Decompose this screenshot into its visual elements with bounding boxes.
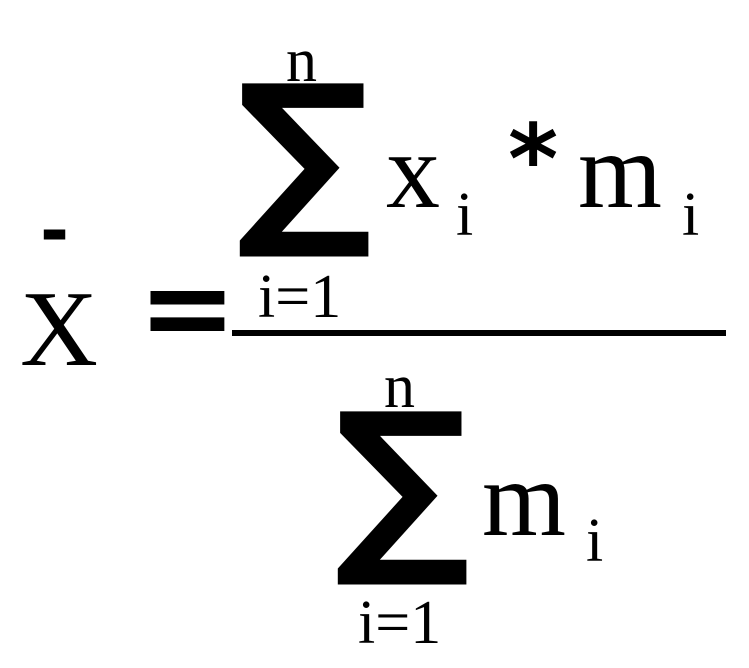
numerator-weight-variable: m — [578, 112, 663, 231]
numerator-term-index: i — [456, 181, 474, 249]
numerator-sum-symbol: ∑ — [236, 44, 373, 265]
numerator-term-variable: x — [386, 112, 440, 231]
multiply-operator: * — [508, 104, 559, 216]
denominator-weight-variable: m — [482, 440, 567, 559]
numerator-lower-limit: i=1 — [258, 263, 342, 331]
numerator-weight-index: i — [682, 181, 700, 249]
fraction-bar — [232, 330, 726, 336]
denominator-weight-index: i — [586, 507, 604, 575]
denominator-sum-symbol: ∑ — [334, 372, 471, 593]
denominator-lower-limit: i=1 — [358, 589, 442, 657]
equals-sign: = — [138, 238, 237, 376]
lhs-bar-mark: - — [40, 190, 70, 272]
numerator-upper-limit: n — [286, 27, 317, 95]
lhs-variable: X — [20, 270, 98, 389]
denominator-upper-limit: n — [384, 353, 415, 421]
